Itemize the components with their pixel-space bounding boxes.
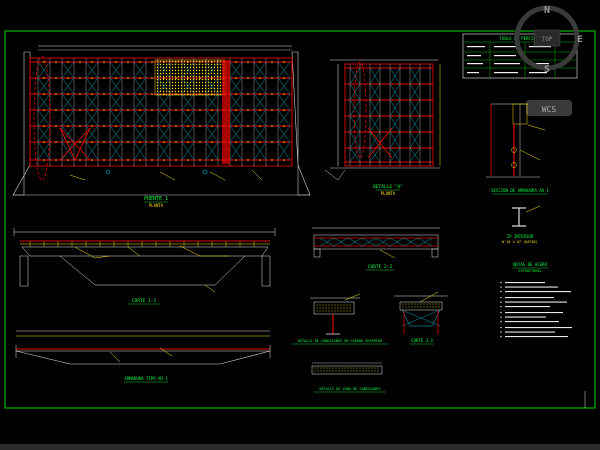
cut-3-title: CORTE 3-3 (411, 338, 433, 343)
view-cube-compass[interactable]: TOP N S E (514, 5, 583, 75)
cut-1-1-view[interactable]: CORTE 1-1 (13, 228, 276, 305)
cut-2-2-view[interactable]: CORTE 2-2 (312, 227, 440, 271)
cut-2-title: CORTE 2-2 (368, 264, 393, 270)
armadura-ar1-view[interactable]: ARMADURA TIPO AR-1 (15, 330, 271, 383)
detail-connections-view[interactable]: DETALLE DE CONEXIONES EN CUERDA SUPERIOR (292, 293, 388, 345)
plan-view[interactable]: PUENTE 1 PLANTA (12, 45, 311, 208)
detail-a-subtitle: PLANTA (381, 191, 396, 196)
compass-east-label[interactable]: E (577, 35, 582, 45)
notes-subtitle: ESTRUCTURAL (518, 269, 541, 273)
steel-notes[interactable]: NOTAS DE ACERO ESTRUCTURAL (500, 262, 572, 338)
section-armadura[interactable]: SECCION DE ARMADURA AR-1 (486, 103, 549, 195)
ip-subtitle: W 16 X 67 (DATOS) (502, 240, 538, 244)
armadura-title: ARMADURA TIPO AR-1 (124, 376, 168, 381)
ip-title: IP INTERIOR (507, 234, 534, 239)
wcs-label[interactable]: WCS (542, 105, 557, 114)
drawing-frame (4, 30, 596, 409)
detail-conn-title: DETALLE DE CONEXIONES EN CUERDA SUPERIOR (298, 339, 383, 343)
status-bar (0, 444, 600, 450)
view-cube-top[interactable]: TOP (542, 36, 553, 43)
plan-title: PUENTE 1 (144, 196, 168, 202)
wcs-menu-button[interactable]: WCS (526, 100, 572, 116)
compass-south-label[interactable]: S (544, 64, 550, 75)
cut-3-3-view[interactable]: CORTE 3-3 (394, 291, 448, 345)
detail-a-title: DETALLE "A" (373, 184, 403, 190)
ip-profile[interactable]: IP INTERIOR W 16 X 67 (DATOS) (502, 205, 541, 244)
cut-1-title: CORTE 1-1 (132, 298, 157, 304)
detail-end-zone-view[interactable]: DETALLE DE ZONA DE CONEXIONES (311, 362, 386, 393)
plan-subtitle: PLANTA (149, 203, 164, 208)
table-title: TABLA DE PERFILES (500, 36, 542, 41)
notes-title: NOTAS DE ACERO (513, 262, 547, 267)
detail-a-view[interactable]: DETALLE "A" PLANTA (324, 59, 441, 196)
section-armadura-title: SECCION DE ARMADURA AR-1 (491, 188, 549, 193)
compass-north-label[interactable]: N (544, 5, 550, 16)
detail-end-title: DETALLE DE ZONA DE CONEXIONES (319, 387, 380, 391)
